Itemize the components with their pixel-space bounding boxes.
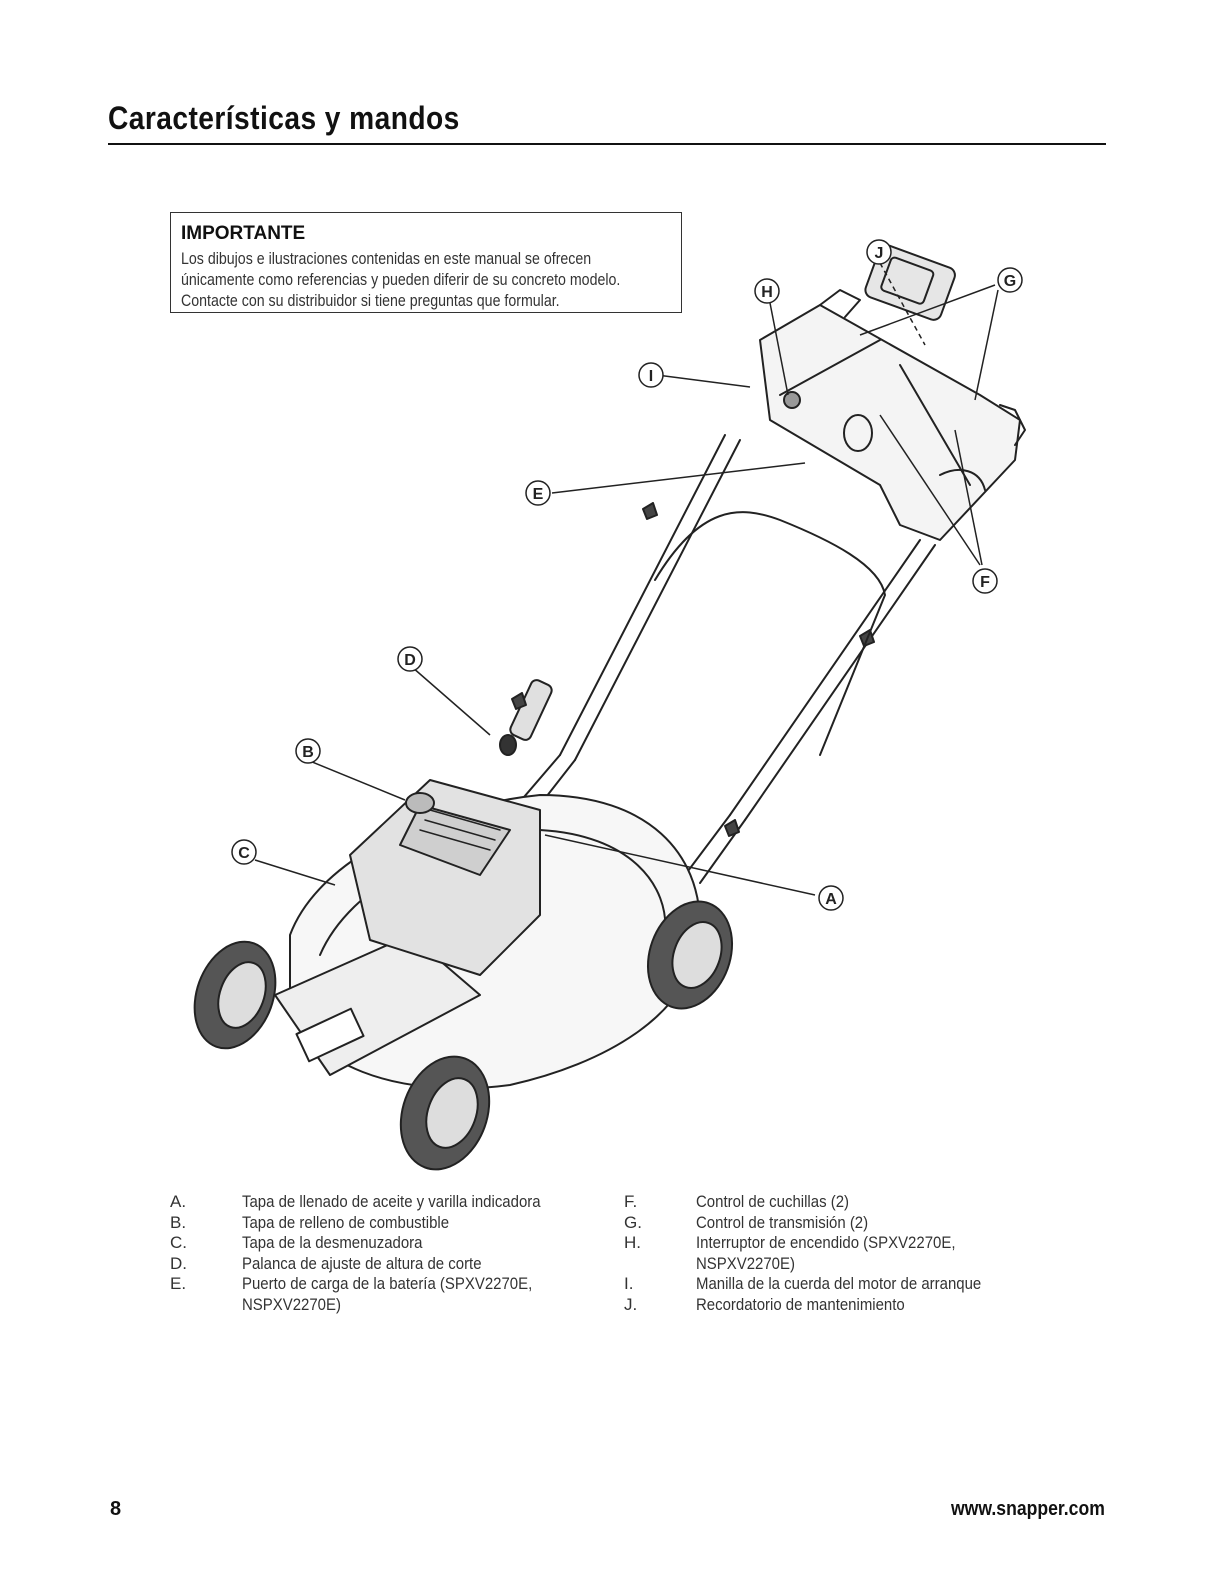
legend-item-h: H. Interruptor de encendido (SPXV2270E, … xyxy=(624,1233,1076,1274)
legend-letter: E. xyxy=(170,1274,187,1293)
callout-a: A xyxy=(818,885,844,911)
legend-letter: F. xyxy=(624,1192,638,1211)
callout-b: B xyxy=(295,738,321,764)
notice-heading: IMPORTANTE xyxy=(181,223,306,244)
important-notice-box: IMPORTANTE Los dibujos e ilustraciones c… xyxy=(170,212,682,313)
legend-letter: B. xyxy=(170,1212,187,1232)
svg-text:B: B xyxy=(302,744,314,761)
legend-description: Control de cuchillas (2) xyxy=(696,1192,849,1211)
callout-h: H xyxy=(754,278,780,304)
svg-text:H: H xyxy=(761,284,773,301)
callout-i: I xyxy=(638,362,664,388)
legend-description: Manilla de la cuerda del motor de arranq… xyxy=(696,1274,982,1293)
legend-item-g: G. Control de transmisión (2) xyxy=(624,1213,1076,1234)
handle-control-panel xyxy=(759,244,1026,541)
legend-description: Tapa de relleno de combustible xyxy=(242,1212,450,1232)
legend-description: Interruptor de encendido (SPXV2270E, NSP… xyxy=(696,1233,956,1273)
svg-text:F: F xyxy=(980,574,990,591)
callout-f: F xyxy=(972,568,998,594)
callout-e: E xyxy=(525,480,551,506)
wheel-front-left xyxy=(193,940,277,1050)
legend-letter: H. xyxy=(624,1233,641,1252)
legend-letter: G. xyxy=(624,1212,642,1232)
callout-c: C xyxy=(231,839,257,865)
legend-item-j: J. Recordatorio de mantenimiento xyxy=(624,1295,1076,1316)
mower-engine xyxy=(349,734,541,976)
callout-markers: A B C D E F G H xyxy=(231,239,1023,911)
svg-text:E: E xyxy=(533,486,544,503)
handle-loop xyxy=(654,511,886,756)
svg-text:G: G xyxy=(1004,273,1016,290)
wheel-rear-right xyxy=(646,900,734,1010)
svg-text:C: C xyxy=(238,845,250,862)
svg-text:I: I xyxy=(649,368,653,385)
callout-j: J xyxy=(866,239,892,265)
legend-left-column: A. Tapa de llenado de aceite y varilla i… xyxy=(170,1192,622,1315)
lawn-mower-illustration: A B C D E F G H xyxy=(193,239,1026,1171)
title-rule xyxy=(108,143,1106,145)
legend-letter: A. xyxy=(170,1192,187,1211)
legend-item-b: B. Tapa de relleno de combustible xyxy=(170,1213,622,1234)
legend-item-a: A. Tapa de llenado de aceite y varilla i… xyxy=(170,1192,622,1213)
legend-letter: I. xyxy=(624,1274,634,1293)
legend-item-e: E. Puerto de carga de la batería (SPXV22… xyxy=(170,1274,622,1315)
notice-line-3: Contacte con su distribuidor si tiene pr… xyxy=(181,292,560,310)
legend-description: Tapa de la desmenuzadora xyxy=(242,1233,423,1252)
notice-line-2: únicamente como referencias y pueden dif… xyxy=(181,271,621,289)
wheel-front-right xyxy=(399,1055,491,1171)
legend-right-column: F. Control de cuchillas (2) G. Control d… xyxy=(624,1192,1076,1315)
callout-g: G xyxy=(997,267,1023,293)
legend-item-i: I. Manilla de la cuerda del motor de arr… xyxy=(624,1274,1076,1295)
legend-description: Recordatorio de mantenimiento xyxy=(696,1294,905,1314)
legend-letter: D. xyxy=(170,1253,187,1273)
svg-text:D: D xyxy=(404,652,416,669)
legend-letter: J. xyxy=(624,1294,638,1314)
legend-item-c: C. Tapa de la desmenuzadora xyxy=(170,1233,622,1254)
legend-description: Palanca de ajuste de altura de corte xyxy=(242,1253,482,1273)
svg-text:J: J xyxy=(875,245,884,262)
legend-description: Tapa de llenado de aceite y varilla indi… xyxy=(242,1192,541,1211)
legend-description: Puerto de carga de la batería (SPXV2270E… xyxy=(242,1274,533,1314)
svg-text:A: A xyxy=(825,891,837,908)
handle-bar-right xyxy=(684,539,936,884)
website-link[interactable]: www.snapper.com xyxy=(951,1498,1105,1520)
legend-description: Control de transmisión (2) xyxy=(696,1212,869,1232)
legend-item-f: F. Control de cuchillas (2) xyxy=(624,1192,1076,1213)
page-number: 8 xyxy=(110,1498,122,1520)
legend-letter: C. xyxy=(170,1233,187,1252)
callout-d: D xyxy=(397,646,423,672)
notice-text: Los dibujos e ilustraciones contenidas e… xyxy=(181,249,680,312)
notice-line-1: Los dibujos e ilustraciones contenidas e… xyxy=(181,250,592,268)
page-title: Características y mandos xyxy=(108,100,460,136)
callout-leaders xyxy=(254,262,999,896)
legend-item-d: D. Palanca de ajuste de altura de corte xyxy=(170,1254,622,1275)
